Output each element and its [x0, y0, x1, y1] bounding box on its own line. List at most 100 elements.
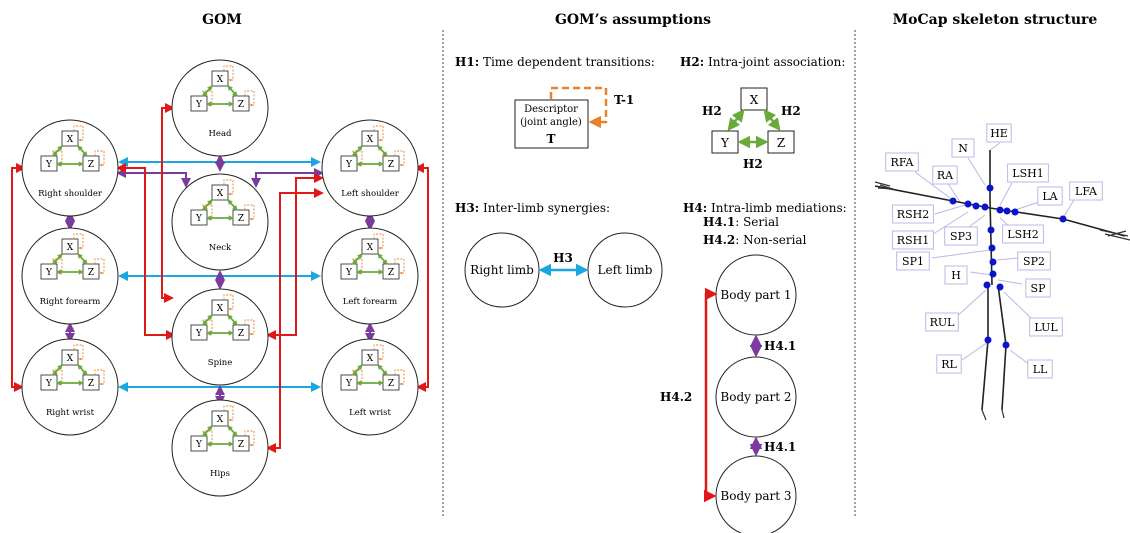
gom-joint-label-x: X	[217, 75, 224, 85]
gom-time-loop-z	[244, 319, 255, 336]
skeleton-label-he: HE	[986, 123, 1012, 143]
gom-time-loop-x	[73, 233, 84, 250]
gom-node-label: Right wrist	[46, 408, 95, 418]
gom-time-loop-x	[223, 405, 234, 422]
gom-time-loop-z	[394, 150, 405, 167]
skeleton-label-la: LA	[1037, 186, 1063, 206]
skeleton-label-lfa: LFA	[1069, 181, 1103, 201]
skeleton-label-text: RFA	[891, 156, 915, 169]
gom-joint-label-y: Y	[345, 160, 353, 170]
gom-joint-box-x	[211, 299, 229, 316]
skeleton-label-sp2: SP2	[1017, 251, 1051, 271]
gom-edge-xy	[352, 364, 363, 376]
gom-node-circle	[171, 288, 269, 386]
h1-box-time: T	[547, 132, 556, 146]
skeleton-label-box	[951, 138, 975, 158]
h4-text: Intra-limb mediations:	[711, 201, 847, 215]
h4-serial-label-2: H4.1	[764, 440, 796, 454]
assumptions-title: GOM’s assumptions	[555, 12, 711, 28]
skeleton-label-text: RUL	[930, 316, 956, 329]
gom-edge-xy	[202, 85, 213, 97]
gom-joint-box-x	[61, 130, 79, 147]
skeleton-label-text: RL	[941, 358, 957, 371]
gom-title: GOM	[202, 12, 242, 28]
gom-joint-label-z: Z	[88, 160, 94, 170]
h3-left-limb-label: Left limb	[598, 263, 653, 277]
h4-body-part-2-label: Body part 2	[720, 390, 791, 404]
gom-edge-xz	[77, 253, 88, 265]
gom-time-loop-x	[373, 344, 384, 361]
h2-text: Intra-joint association:	[708, 55, 845, 69]
gom-node-label: Hips	[210, 469, 230, 479]
h2-edge-xz	[763, 109, 781, 131]
h2-edge-xy	[727, 109, 745, 131]
gom-edge-xy	[52, 253, 63, 265]
gom-time-loop-z	[94, 258, 105, 275]
gom-edge-xz	[377, 145, 388, 157]
skeleton-label-text: H	[951, 269, 961, 282]
gom-node-label: Spine	[208, 358, 233, 368]
gom-edge-xz	[227, 85, 238, 97]
gom-edge-xy	[352, 253, 363, 265]
h2-edge-label-right: H2	[781, 104, 801, 118]
skeleton-joints	[949, 184, 1067, 349]
edge-lshoulder-neck	[251, 168, 324, 188]
skeleton-label-text: LFA	[1075, 185, 1098, 198]
gom-time-loop-z	[394, 369, 405, 386]
skeleton-label-sp: SP	[1025, 278, 1051, 298]
gom-time-loop-z	[94, 150, 105, 167]
gom-joint-label-x: X	[67, 135, 74, 145]
gom-time-loop-x	[223, 65, 234, 82]
gom-edge-xz	[377, 364, 388, 376]
h3-edge-label: H3	[553, 251, 573, 265]
skeleton-label-box	[925, 312, 959, 332]
gom-joint-box-x	[361, 349, 379, 366]
skeleton-label-text: LSH2	[1007, 228, 1038, 241]
gom-joint-label-x: X	[217, 189, 224, 199]
h2-heading: H2: Intra-joint association:	[680, 55, 845, 69]
gom-joint-label-y: Y	[45, 379, 53, 389]
gom-edge-xz	[77, 145, 88, 157]
edge-lshoulder-spine	[266, 173, 324, 340]
skeleton-label-rsh1: RSH1	[892, 230, 934, 250]
skeleton-label-lsh1: LSH1	[1007, 163, 1049, 183]
gom-edge-xz	[227, 314, 238, 326]
h4-key: H4:	[683, 201, 707, 215]
gom-time-loop-z	[244, 430, 255, 447]
h1-text: Time dependent transitions:	[483, 55, 655, 69]
gom-node-circle	[21, 227, 119, 325]
skeleton-label-ra: RA	[932, 165, 958, 185]
skeleton-label-box	[986, 123, 1012, 143]
skeleton-label-box	[1025, 278, 1051, 298]
skeleton-label-h: H	[944, 265, 968, 285]
edge-rshoulder-neck	[116, 168, 191, 188]
gom-node-circle	[21, 338, 119, 436]
gom-node-circle	[21, 119, 119, 217]
gom-edge-xy	[202, 425, 213, 437]
gom-joint-label-y: Y	[345, 379, 353, 389]
h3-right-limb-label: Right limb	[470, 263, 534, 277]
h1-box-line1: Descriptor	[524, 104, 578, 115]
gom-joint-box-x	[361, 130, 379, 147]
gom-node-circle	[321, 227, 419, 325]
gom-node-label: Left shoulder	[341, 189, 400, 199]
h1-heading: H1: Time dependent transitions:	[455, 55, 655, 69]
skeleton-label-n: N	[951, 138, 975, 158]
gom-joint-box-x	[211, 410, 229, 427]
gom-node-label: Neck	[209, 243, 232, 253]
gom-edge-xy	[52, 145, 63, 157]
skeleton-label-connectors	[914, 142, 1076, 366]
skeleton-label-text: SP	[1031, 282, 1047, 295]
h3-key: H3:	[455, 201, 479, 215]
gom-joint-label-y: Y	[195, 329, 203, 339]
skeleton-label-box	[936, 354, 962, 374]
skeleton-label-box	[944, 226, 978, 246]
gom-edge-xz	[77, 364, 88, 376]
